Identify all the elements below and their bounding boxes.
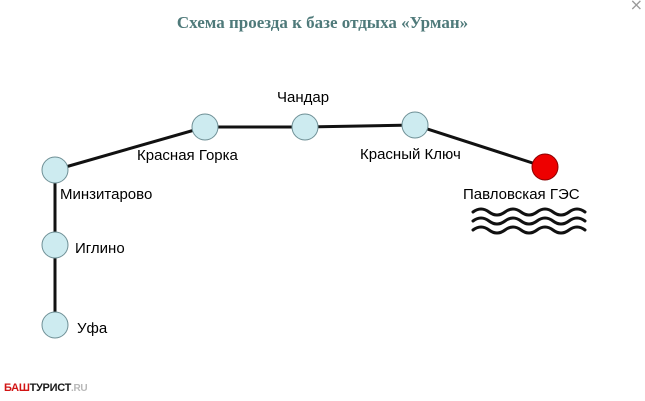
station-iglino[interactable]	[41, 231, 69, 259]
site-logo: БАШТУРИСТ.RU	[4, 382, 88, 394]
route-line	[53, 123, 546, 325]
label-iglino: Иглино	[75, 240, 125, 257]
water-waves-icon	[471, 207, 587, 235]
label-ufa: Уфа	[77, 320, 108, 337]
label-chandar: Чандар	[277, 89, 329, 106]
logo-part-ru: .RU	[71, 383, 88, 394]
page-title: Схема проезда к базе отдыха «Урман»	[176, 13, 469, 32]
station-pavlovskaya-ges[interactable]	[531, 153, 559, 181]
station-minzitarovo[interactable]	[41, 156, 69, 184]
station-chandar[interactable]	[291, 113, 319, 141]
label-krasnaya-gorka: Красная Горка	[137, 147, 239, 164]
station-krasnaya-gorka[interactable]	[191, 113, 219, 141]
label-minzitarovo: Минзитарово	[60, 186, 152, 203]
station-ufa[interactable]	[41, 311, 69, 339]
label-krasny-klyuch: Красный Ключ	[360, 146, 461, 163]
logo-part-turist: ТУРИСТ	[29, 382, 72, 394]
close-icon[interactable]: ×	[629, 0, 643, 14]
station-krasny-klyuch[interactable]	[401, 111, 429, 139]
logo-part-bash: БАШ	[4, 382, 30, 394]
label-pavlovskaya-ges: Павловская ГЭС	[463, 186, 580, 203]
